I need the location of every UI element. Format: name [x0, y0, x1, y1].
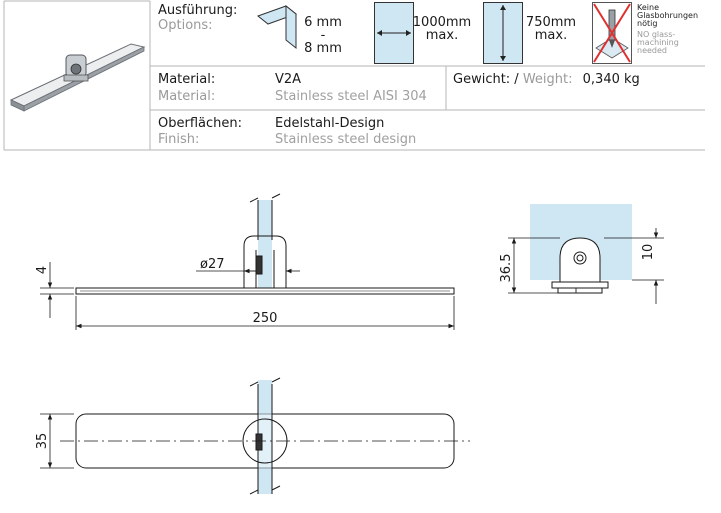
material-label: Material: [158, 72, 216, 87]
max-height-icon [483, 2, 523, 64]
glass-thickness-icon [256, 4, 298, 50]
material-sublabel: Material: [158, 89, 216, 104]
material-value: V2A [275, 72, 302, 87]
max-width-value: 1000mm [412, 15, 472, 30]
thickness-dash: - [320, 28, 326, 43]
finish-value: Edelstahl-Design [275, 116, 385, 131]
options-sublabel: Options: [158, 18, 213, 33]
material-value-sub: Stainless steel AISI 304 [275, 89, 427, 104]
technical-drawing: 4 ø27 250 36.5 10 [35, 193, 664, 495]
max-width-icon [374, 2, 414, 64]
options-label: Ausführung: [158, 3, 238, 18]
side-view-dimensions [40, 262, 455, 330]
dim-width: 35 [35, 433, 50, 450]
no-drilling-icon [592, 2, 632, 64]
top-view [60, 377, 470, 495]
dim-thickness: 4 [35, 266, 50, 274]
thickness-value-1: 6 mm [304, 15, 342, 30]
finish-sublabel: Finish: [158, 132, 200, 147]
no-drill-en-2: machining [637, 38, 679, 47]
front-view-dimensions [508, 228, 664, 304]
side-view [75, 193, 455, 295]
weight-value: 0,340 kg [582, 72, 640, 87]
dim-diameter: ø27 [200, 257, 225, 272]
header-frame [3, 0, 705, 151]
finish-label: Oberflächen: [158, 116, 242, 131]
front-view [530, 204, 632, 294]
thickness-value-2: 8 mm [304, 41, 342, 56]
dim-height: 36.5 [499, 254, 514, 283]
no-drill-en-3: needed [637, 46, 667, 55]
dim-length: 250 [253, 311, 278, 326]
top-view-dimensions [40, 413, 74, 469]
weight-label: Gewicht: / [453, 72, 519, 87]
no-drill-en-1: NO glass- [637, 30, 676, 39]
max-height-value: 750mm [525, 15, 577, 30]
dim-glass-offset: 10 [641, 244, 656, 261]
finish-value-sub: Stainless steel design [275, 132, 417, 147]
max-width-unit: max. [425, 28, 459, 43]
product-image [9, 43, 146, 112]
max-height-unit: max. [534, 28, 568, 43]
no-drill-de-3: nötig [637, 19, 658, 28]
no-drill-de-2: Glasbohrungen [637, 11, 699, 20]
weight-sublabel: Weight: [522, 72, 573, 87]
weight-field: Gewicht: / Weight: 0,340 kg [453, 72, 640, 87]
no-drill-de-1: Keine [637, 3, 659, 12]
